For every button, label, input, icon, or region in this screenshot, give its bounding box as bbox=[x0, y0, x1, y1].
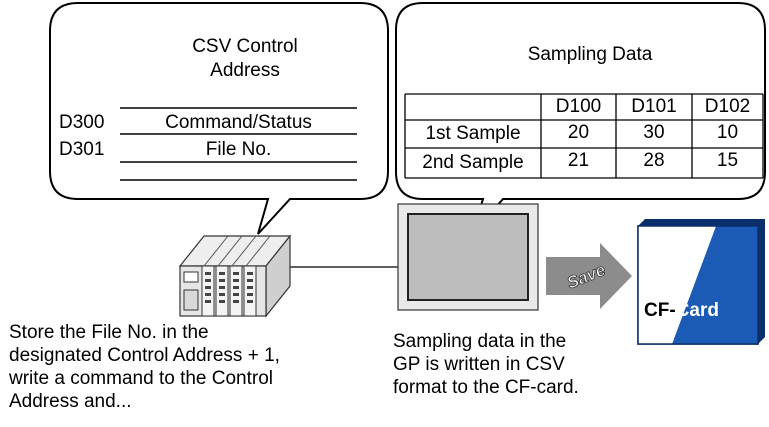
cell-2nd-d100: 21 bbox=[567, 150, 590, 171]
save-arrow-icon: Save bbox=[546, 243, 632, 309]
control-address-title-line1: CSV Control bbox=[192, 36, 298, 57]
control-address-title-line2: Address bbox=[210, 60, 280, 81]
gp-caption: Sampling data in the GP is written in CS… bbox=[393, 330, 633, 399]
cf-card-label-part2: Card bbox=[675, 300, 719, 321]
cell-1st-d100: 20 bbox=[567, 122, 590, 143]
row-label-2nd-sample: 2nd Sample bbox=[422, 152, 524, 173]
sampling-table-grid bbox=[404, 93, 764, 179]
column-header-d100: D100 bbox=[555, 96, 602, 117]
cf-card-label: CF-Card bbox=[644, 300, 719, 322]
plc-caption-line: write a command to the Control bbox=[9, 368, 274, 389]
cell-1st-d102: 10 bbox=[716, 122, 739, 143]
address-d300: D300 bbox=[59, 112, 105, 133]
cell-2nd-d101: 28 bbox=[643, 150, 665, 171]
address-d301: D301 bbox=[59, 139, 105, 160]
plc-caption-line: Store the File No. in the bbox=[9, 322, 209, 343]
field-file-no: File No. bbox=[205, 139, 272, 160]
cf-card-icon bbox=[637, 219, 765, 345]
field-command-status: Command/Status bbox=[165, 112, 312, 133]
column-header-d102: D102 bbox=[704, 96, 751, 117]
row-label-1st-sample: 1st Sample bbox=[425, 123, 521, 144]
control-address-bubble bbox=[49, 2, 389, 235]
cell-1st-d101: 30 bbox=[643, 122, 665, 143]
cf-card-label-part1: CF- bbox=[644, 300, 676, 321]
gp-caption-line: format to the CF-card. bbox=[393, 377, 579, 398]
column-header-d101: D101 bbox=[631, 96, 677, 117]
gp-display-icon bbox=[397, 203, 539, 311]
plc-caption-line: designated Control Address + 1, bbox=[9, 345, 280, 366]
control-address-table bbox=[120, 107, 357, 181]
cell-2nd-d102: 15 bbox=[716, 150, 739, 171]
gp-caption-line: Sampling data in the bbox=[393, 331, 567, 352]
gp-caption-line: GP is written in CSV bbox=[393, 354, 565, 375]
plc-icon bbox=[178, 234, 292, 318]
sampling-data-title: Sampling Data bbox=[527, 44, 653, 65]
plc-caption-line: Address and... bbox=[9, 391, 132, 412]
plc-caption: Store the File No. in the designated Con… bbox=[9, 321, 369, 413]
